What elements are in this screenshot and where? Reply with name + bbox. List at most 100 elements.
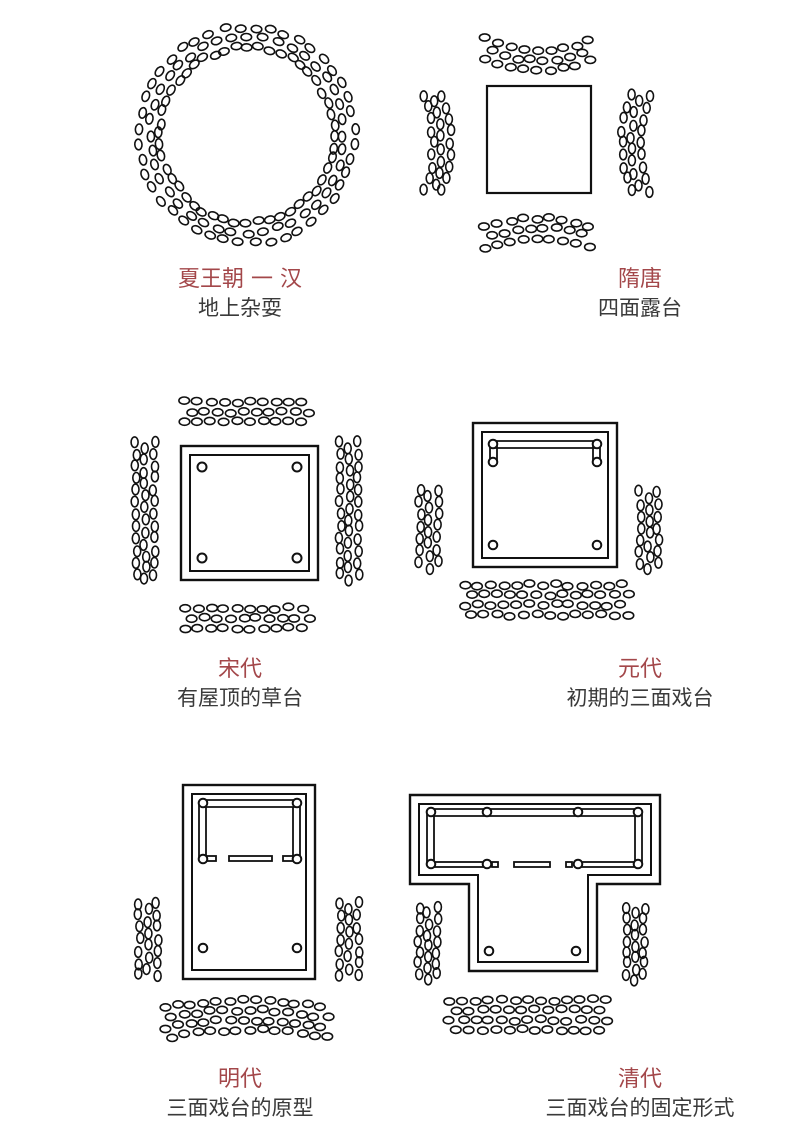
audience-groups: [133, 896, 364, 1043]
audience-member: [334, 179, 345, 191]
audience-member: [416, 483, 426, 497]
audience-member: [459, 601, 472, 611]
audience-member: [149, 158, 160, 171]
audience-member: [204, 1026, 217, 1036]
audience-member: [131, 556, 141, 570]
audience-member: [231, 416, 244, 426]
audience-member: [334, 969, 344, 982]
audience-member: [618, 148, 628, 161]
audience-member: [634, 484, 643, 497]
audience-member: [131, 520, 141, 533]
audience-member: [491, 609, 504, 619]
audience-member: [491, 59, 504, 69]
audience-member: [302, 408, 316, 418]
stage-outer-wall: [408, 793, 662, 973]
audience-member: [413, 935, 423, 948]
audience-member: [203, 1005, 216, 1015]
audience-member: [141, 513, 151, 526]
audience-member: [185, 52, 197, 63]
audience-member: [573, 995, 586, 1004]
audience-member: [336, 482, 345, 495]
audience-member: [442, 171, 451, 184]
audience-member: [645, 185, 654, 199]
audience-member: [142, 560, 151, 573]
stage-inner-wall: [418, 803, 652, 963]
roofed-stage-diagram: [130, 396, 364, 634]
audience-member: [209, 50, 222, 60]
audience-member: [149, 507, 158, 520]
audience-member: [542, 234, 555, 244]
audience-member: [327, 151, 338, 164]
audience-member: [186, 210, 198, 221]
audience-member: [414, 556, 423, 569]
audience-member: [569, 238, 582, 248]
audience-member: [634, 94, 644, 107]
audience-member: [343, 90, 353, 103]
audience-member: [178, 1009, 191, 1019]
stage-description: 有屋顶的草台: [177, 686, 303, 710]
audience-member: [581, 222, 594, 232]
audience-member: [416, 520, 426, 534]
audience-member: [354, 519, 364, 532]
audience-member: [637, 124, 646, 137]
audience-member: [336, 507, 346, 520]
stage-platform: [485, 84, 593, 195]
audience-member: [307, 1012, 320, 1022]
audience-member: [444, 113, 454, 126]
audience-member: [224, 227, 237, 237]
audience-member: [239, 218, 252, 228]
stage-description: 地上杂耍: [198, 296, 282, 320]
audience-member: [334, 435, 344, 448]
audience-member: [189, 200, 201, 212]
audience-member: [503, 590, 516, 599]
audience-member: [310, 199, 322, 211]
audience-member: [203, 416, 216, 426]
audience-member: [490, 1025, 503, 1034]
audience-member: [150, 520, 160, 533]
audience-member: [462, 1025, 475, 1035]
audience-member: [589, 601, 602, 610]
audience-member: [351, 123, 361, 136]
audience-member: [343, 514, 353, 527]
audience-member: [150, 530, 159, 544]
audience-member: [195, 206, 207, 217]
audience-member: [316, 87, 327, 100]
audience-member: [564, 52, 577, 62]
audience-member: [556, 236, 570, 246]
audience-member: [636, 510, 646, 524]
audience-member: [287, 999, 300, 1009]
audience-member: [322, 1012, 335, 1022]
audience-member: [301, 66, 313, 77]
audience-member: [652, 485, 661, 498]
audience-member: [151, 896, 160, 909]
audience-member: [178, 417, 191, 427]
audience-member: [541, 1025, 554, 1034]
audience-member: [164, 1012, 177, 1022]
audience-member: [635, 534, 645, 547]
audience-member: [426, 148, 436, 161]
audience-member: [335, 461, 345, 474]
audience-member: [476, 1026, 489, 1036]
audience-member: [256, 32, 269, 42]
audience-member: [432, 925, 442, 938]
audience-member: [354, 933, 364, 946]
audience-member: [354, 946, 364, 959]
audience-member: [642, 101, 651, 114]
audience-member: [489, 1004, 502, 1014]
audience-member: [130, 436, 139, 449]
audience-member: [630, 928, 640, 941]
audience-member: [516, 1024, 529, 1034]
audience-member: [345, 478, 355, 491]
audience-member: [481, 1015, 494, 1025]
audience-member: [555, 1004, 568, 1014]
audience-member: [293, 34, 306, 45]
audience-member: [237, 1016, 251, 1025]
audience-member: [134, 123, 144, 136]
audience-member: [335, 897, 344, 910]
audience-member: [555, 1026, 569, 1036]
audience-member: [641, 172, 650, 185]
audience-member: [277, 998, 290, 1007]
audience-member: [525, 224, 538, 234]
audience-member: [282, 416, 295, 426]
audience-member: [336, 447, 345, 460]
